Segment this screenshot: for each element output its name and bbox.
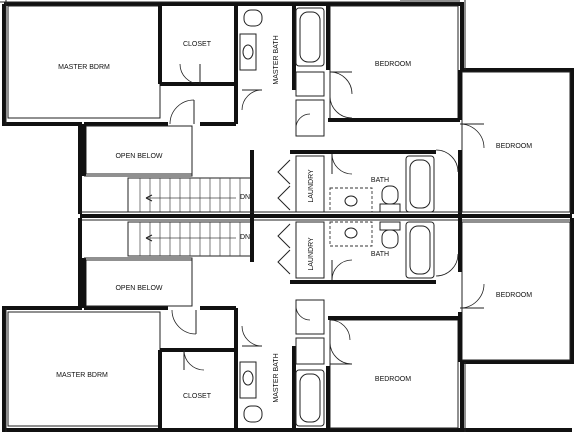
bifold-door-icon <box>277 223 291 249</box>
stair-down-label: DN <box>240 234 250 241</box>
toilet-fixture <box>381 185 399 205</box>
door-swing <box>169 99 195 125</box>
linen-closet <box>295 99 325 137</box>
stair-treads <box>139 178 241 212</box>
door-swing <box>171 309 197 335</box>
bedroom-right-room <box>461 221 571 361</box>
stair-arrow-icon <box>145 234 153 242</box>
door-swing <box>295 113 311 129</box>
master-bath-label: MASTER BATH <box>273 35 280 84</box>
stair-down-label: DN <box>240 194 250 201</box>
door-swing <box>329 95 353 119</box>
bedroom-right-label: BEDROOM <box>496 292 532 299</box>
exterior-wall-lower <box>2 218 574 432</box>
bathtub-basin <box>409 225 431 275</box>
bedroom-top-label: BEDROOM <box>375 61 411 68</box>
vanity-counter <box>329 221 373 247</box>
toilet-fixture <box>243 405 263 423</box>
open-below-label: OPEN BELOW <box>115 285 162 292</box>
stair-arrow-icon <box>145 194 153 202</box>
bath-label: BATH <box>371 251 389 258</box>
door-swing <box>435 253 459 277</box>
master-bedroom-label: MASTER BDRM <box>56 372 108 379</box>
toilet-fixture <box>243 9 263 27</box>
unit-upper: MASTER BDRM CLOSET MASTER BATH BEDROOM <box>0 0 574 214</box>
master-bedroom-label: MASTER BDRM <box>58 64 110 71</box>
sink-fixture <box>344 195 358 207</box>
linen-closet <box>295 337 325 365</box>
toilet-tank <box>379 203 401 213</box>
closet-label: CLOSET <box>183 393 212 400</box>
open-below-label: OPEN BELOW <box>115 153 162 160</box>
linen-closet <box>295 71 325 97</box>
bathtub-basin <box>299 11 321 63</box>
closet-label: CLOSET <box>183 41 212 48</box>
bifold-door-icon <box>277 159 291 185</box>
stair-treads <box>139 222 241 256</box>
laundry-room <box>295 221 325 279</box>
open-below-rail <box>84 126 193 177</box>
laundry-label: LAUNDRY <box>308 169 315 203</box>
sink-fixture <box>242 370 254 386</box>
door-swing <box>329 319 351 341</box>
bathtub-basin <box>409 159 431 209</box>
open-below-rail <box>84 257 193 306</box>
master-bath-label: MASTER BATH <box>273 353 280 402</box>
sink-fixture <box>344 227 358 239</box>
exterior-wall-upper <box>2 2 574 214</box>
bedroom-right-label: BEDROOM <box>496 143 532 150</box>
door-swing <box>435 149 459 173</box>
bifold-door-icon <box>277 185 291 211</box>
toilet-fixture <box>381 229 399 249</box>
sink-fixture <box>242 44 254 60</box>
toilet-tank <box>379 221 401 231</box>
door-swing <box>295 305 311 321</box>
door-swing <box>179 63 201 85</box>
bathtub-basin <box>299 373 321 423</box>
laundry-label: LAUNDRY <box>308 237 315 271</box>
bifold-door-icon <box>277 249 291 275</box>
bedroom-bottom-label: BEDROOM <box>375 376 411 383</box>
bath-label: BATH <box>371 177 389 184</box>
linen-closet <box>295 299 325 335</box>
unit-lower: MASTER BDRM CLOSET MASTER BATH BEDROOM <box>2 218 574 432</box>
